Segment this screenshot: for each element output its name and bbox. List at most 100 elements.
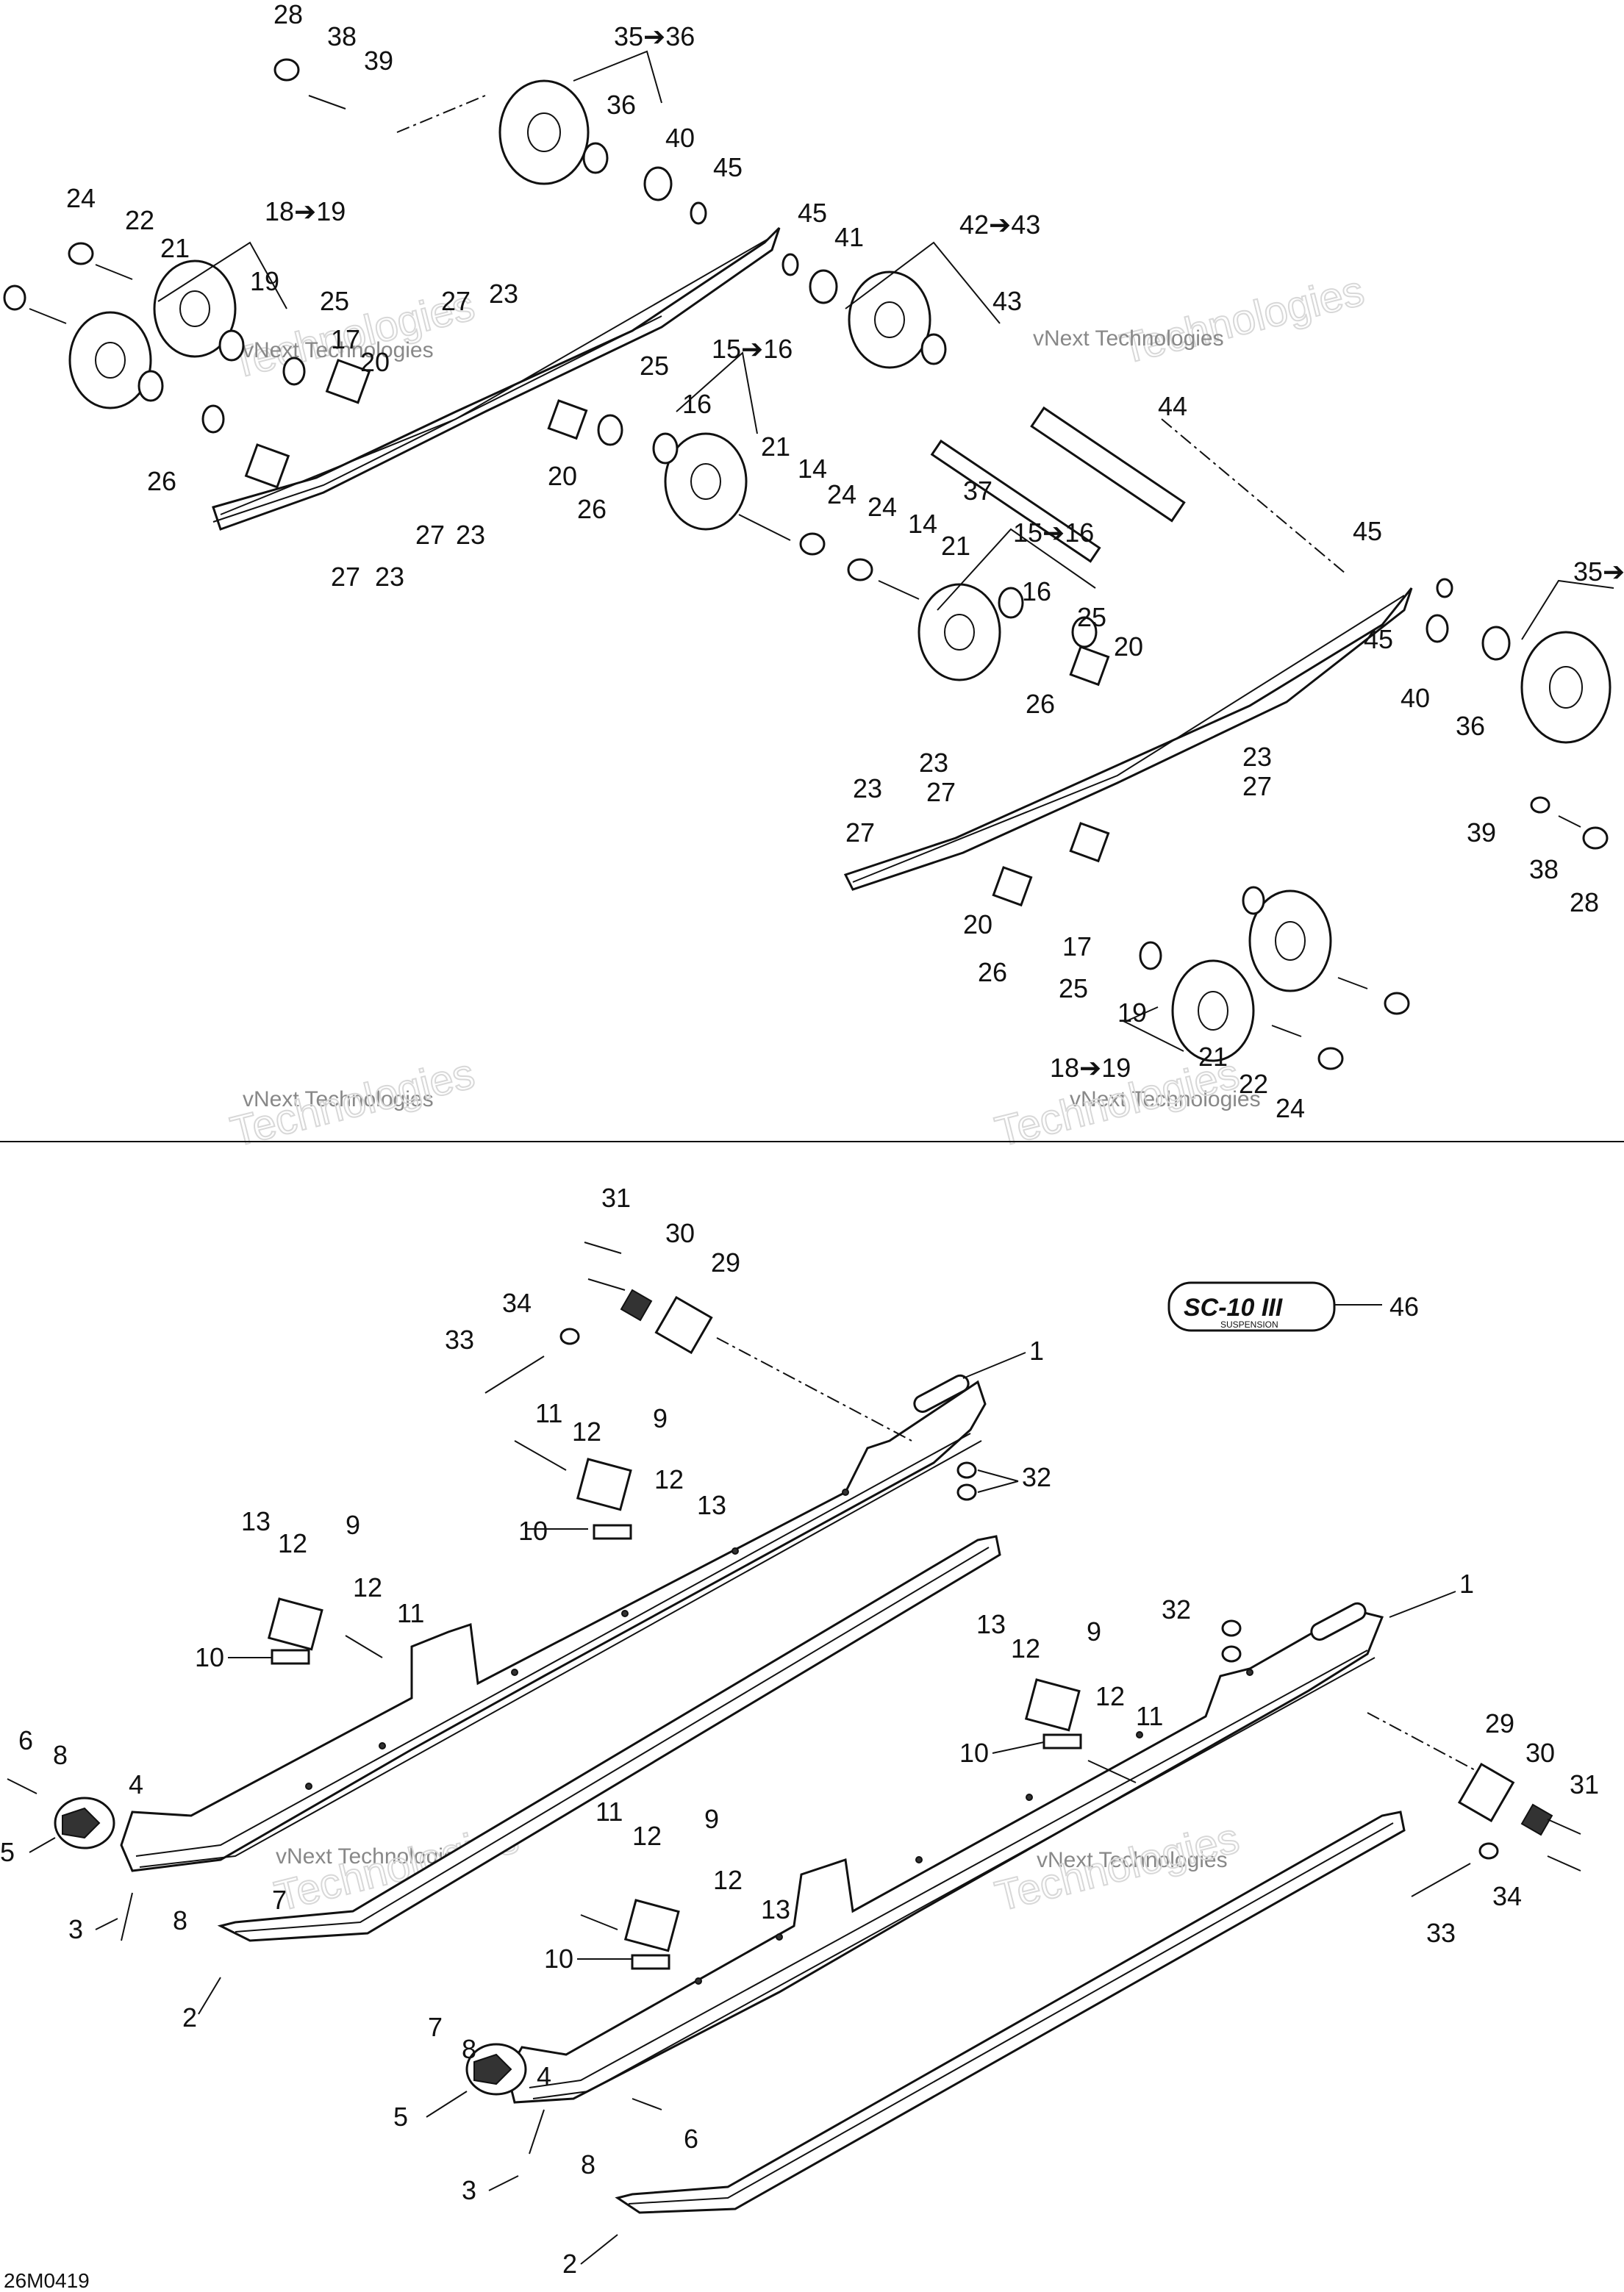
callout-45-mid: 45 [798,198,827,228]
callout-45-right-b: 45 [1364,624,1393,654]
callout-34-top: 34 [502,1288,532,1318]
callout-7-lower: 7 [428,2012,443,2042]
wheel-upper-left-1 [68,311,152,409]
callout-24-mid: 24 [827,479,856,509]
callout-34-right: 34 [1492,1881,1522,1911]
callout-21-left: 21 [160,233,190,263]
callout-22-left: 22 [125,205,154,235]
callout-25-center: 25 [1077,602,1106,632]
callout-11-right: 11 [1136,1701,1163,1731]
callout-31-right: 31 [1570,1769,1599,1799]
watermark-big-2: Technologies [1115,267,1368,373]
callout-28-right: 28 [1570,887,1599,917]
callout-9-top: 9 [653,1403,668,1433]
callout-10-right: 10 [959,1738,989,1768]
callout-14-center: 14 [908,509,937,539]
callout-24-left: 24 [66,183,96,213]
wheel-upper-right-top [848,271,931,369]
callout-27-left: 27 [441,286,471,316]
callout-21-mid: 21 [761,431,790,462]
callout-36-top: 36 [607,90,636,120]
callout-9-left: 9 [346,1510,360,1540]
callout-9-right: 9 [1087,1616,1101,1647]
callout-8-lower: 8 [462,2034,476,2064]
callout-20-center: 20 [1114,631,1143,662]
callout-8-lower-b: 8 [581,2149,595,2180]
callout-36-right: 36 [1456,711,1485,741]
callout-29-right: 29 [1485,1708,1514,1738]
callout-23-center-b: 23 [853,773,882,803]
callout-33-top: 33 [445,1325,474,1355]
callout-39-right: 39 [1467,817,1496,848]
callout-28-top: 28 [273,0,303,29]
callout-15-16-mid: 15➔16 [712,334,793,364]
callout-1-right: 1 [1459,1569,1474,1599]
upper-labels: 28 38 39 35➔36 36 40 45 24 22 21 18➔19 1… [66,0,1624,1123]
logo-subtext: SUSPENSION [1220,1319,1278,1330]
axle-44 [1030,406,1186,523]
left-rail-upper [212,226,781,531]
lower-assembly: SC-10 III SUSPENSION [0,1183,1599,2292]
callout-4-left: 4 [129,1769,143,1799]
callout-12-top-b: 12 [654,1464,684,1494]
callout-32-top: 32 [1022,1462,1051,1492]
callout-26-center: 26 [1026,689,1055,719]
wheel-upper-top [498,79,590,185]
callout-6-left: 6 [18,1725,33,1755]
callout-16-center: 16 [1022,576,1051,606]
callout-20-lower: 20 [963,909,992,939]
callout-10-lower: 10 [544,1944,573,1974]
rail-1-lower [506,1608,1384,2104]
callout-22-lower: 22 [1239,1069,1268,1099]
callout-12-left-b: 12 [353,1572,382,1602]
callout-24-lower: 24 [1276,1093,1305,1123]
callout-26-mid: 26 [577,494,607,524]
callout-45-top: 45 [713,152,743,182]
callout-27-right-a: 27 [1242,771,1272,801]
callout-37: 37 [963,476,992,506]
callout-35-36-right: 35➔36 [1573,556,1624,587]
callout-30-top: 30 [665,1218,695,1248]
bolts-upper [29,95,1581,1037]
callout-16-mid: 16 [682,389,712,419]
callout-20-mid: 20 [548,461,577,491]
callout-11-lower: 11 [595,1797,623,1827]
callout-30-right: 30 [1525,1738,1555,1768]
logo-text: SC-10 III [1184,1294,1284,1322]
callout-12-lower: 12 [632,1821,662,1851]
brackets-29-30 [620,1289,1553,1836]
callout-35-36-top: 35➔36 [614,21,695,51]
callout-27-center-b: 27 [845,817,875,848]
slider-2-upper [217,1535,1001,1942]
callout-42-43: 42➔43 [959,209,1040,240]
callout-6-lower: 6 [684,2124,698,2154]
callout-21-center: 21 [941,531,970,561]
slider-blocks [267,1458,1082,1970]
callout-23-center-a: 23 [919,748,948,778]
callout-33-right: 33 [1426,1918,1456,1948]
callout-13-lower: 13 [761,1894,790,1924]
callout-31-top: 31 [601,1183,631,1213]
callout-40-right: 40 [1401,683,1430,713]
callout-46: 46 [1389,1292,1419,1322]
callout-18-19-lower: 18➔19 [1050,1053,1131,1083]
wheel-center [917,583,1001,681]
callout-5-lower: 5 [393,2102,408,2132]
callout-7-left: 7 [272,1885,287,1915]
leader-lines [29,1352,1456,2265]
callout-13-left: 13 [241,1506,271,1536]
brackets-upper [244,359,1110,907]
ski-stop-5-upper [54,1797,115,1849]
callout-27-left-c: 27 [331,562,360,592]
callout-32-right: 32 [1162,1594,1191,1625]
watermark-1: vNext Technologies [243,338,434,362]
callout-1-top: 1 [1029,1336,1044,1366]
callout-29-top: 29 [711,1247,740,1278]
upper-assembly: 28 38 39 35➔36 36 40 45 24 22 21 18➔19 1… [3,0,1624,1123]
callout-45-right: 45 [1353,516,1382,546]
slider-2-lower [615,1811,1406,2214]
wheel-lower-right-2 [1248,889,1332,992]
callout-10-left: 10 [195,1642,224,1672]
callout-12-top: 12 [572,1417,601,1447]
